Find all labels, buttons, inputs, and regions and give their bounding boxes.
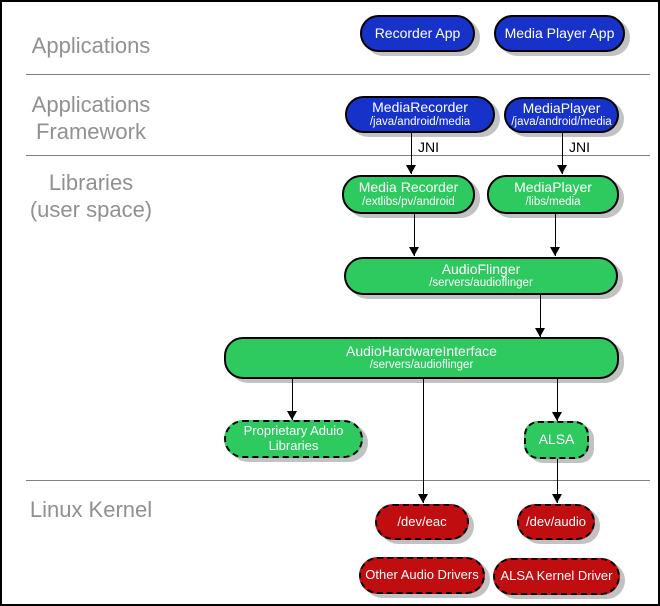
node-title: AudioFlinger — [441, 260, 521, 277]
node-path: /servers/audioflinger — [369, 359, 474, 372]
arrow-jni-mediarecorder — [407, 132, 415, 174]
node-path: /extlibs/pv/android — [362, 195, 455, 208]
section-label-applications-framework: Applications Framework — [6, 91, 176, 145]
node-dev-audio: /dev/audio — [517, 504, 595, 540]
arrow-mediarecorder-to-audioflinger — [410, 214, 418, 256]
arrow-mediaplayer-to-audioflinger — [551, 214, 559, 256]
node-path: /libs/media — [525, 195, 581, 208]
section-label-text: Libraries — [48, 170, 134, 195]
node-path: /java/android/media — [511, 116, 612, 129]
divider-applications-framework — [26, 74, 650, 75]
section-label-text: (user space) — [29, 197, 153, 222]
arrow-audioflinger-to-audiohw — [536, 295, 544, 337]
node-title: Media Player App — [504, 24, 615, 41]
node-mediaplayer-lib: MediaPlayer /libs/media — [487, 175, 619, 214]
section-label-text: Applications — [31, 33, 151, 58]
node-title: Other Audio Drivers — [365, 567, 479, 583]
arrow-alsa-to-dev-audio — [553, 459, 561, 503]
node-title: MediaPlayer — [522, 99, 601, 116]
node-audio-hardware-interface: AudioHardwareInterface /servers/audiofli… — [224, 337, 619, 379]
arrow-audiohw-to-dev-eac — [419, 379, 427, 503]
section-label-text: Framework — [35, 119, 146, 144]
node-mediarecorder-framework: MediaRecorder /java/android/media — [345, 96, 495, 133]
arrow-jni-mediaplayer — [558, 132, 566, 174]
section-label-linux-kernel: Linux Kernel — [6, 496, 176, 523]
node-path: /servers/audioflinger — [429, 277, 533, 290]
node-title: ALSA Kernel Driver — [500, 568, 613, 584]
node-other-audio-drivers: Other Audio Drivers — [359, 557, 485, 594]
section-label-applications: Applications — [6, 32, 176, 59]
jni-label-right: JNI — [569, 139, 590, 155]
node-proprietary-audio-libraries: Proprietary Aduio Libraries — [224, 420, 363, 458]
node-alsa: ALSA — [524, 421, 589, 459]
divider-framework-libraries — [26, 155, 650, 156]
node-title: MediaRecorder — [372, 99, 468, 116]
jni-label-left: JNI — [418, 139, 439, 155]
node-media-recorder-lib: Media Recorder /extlibs/pv/android — [342, 175, 475, 214]
arrow-audiohw-to-alsa — [553, 379, 561, 421]
node-title: AudioHardwareInterface — [346, 342, 497, 359]
node-media-player-app: Media Player App — [494, 15, 625, 52]
node-mediaplayer-framework: MediaPlayer /java/android/media — [504, 97, 619, 133]
section-label-text: Applications — [31, 92, 151, 117]
node-title: /dev/eac — [397, 513, 447, 529]
node-audioflinger: AudioFlinger /servers/audioflinger — [344, 257, 618, 295]
divider-libraries-kernel — [26, 480, 650, 481]
section-label-text: Linux Kernel — [29, 497, 153, 522]
node-title: Proprietary Aduio — [243, 423, 344, 439]
node-path: /java/android/media — [369, 115, 471, 128]
node-title: MediaPlayer — [514, 179, 592, 196]
node-recorder-app: Recorder App — [360, 15, 475, 52]
node-title: ALSA — [538, 431, 575, 448]
node-title: Recorder App — [374, 24, 461, 41]
node-dev-eac: /dev/eac — [375, 504, 469, 540]
section-label-libraries: Libraries (user space) — [6, 169, 176, 223]
node-title: Libraries — [268, 438, 319, 453]
node-alsa-kernel-driver: ALSA Kernel Driver — [493, 558, 620, 595]
node-title: Media Recorder — [358, 179, 459, 196]
arrow-audiohw-to-proprietary — [288, 379, 296, 420]
node-title: /dev/audio — [526, 513, 586, 529]
